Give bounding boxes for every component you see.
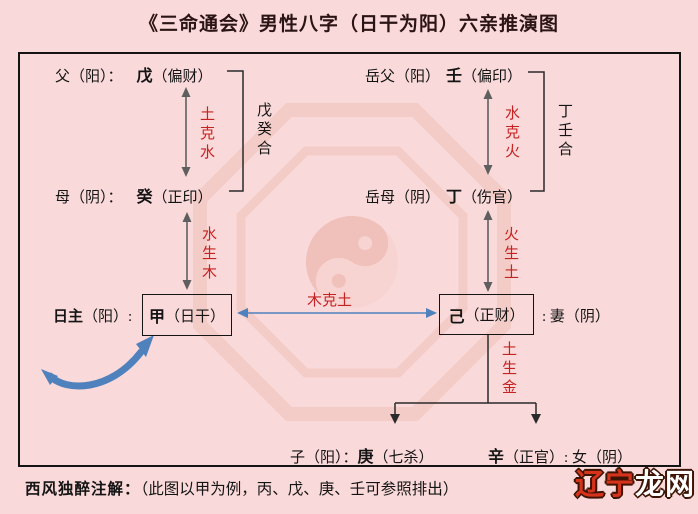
mother-god: （正印） — [152, 190, 213, 206]
mother-in-law-god: （伤官） — [462, 190, 523, 206]
wife-god: （正财） — [464, 308, 525, 324]
son-row: 子（阳）：庚（七杀） — [290, 443, 434, 467]
site-logo-part2: 龙网 — [634, 469, 695, 501]
fire-generates-earth-label: 火生土 — [502, 226, 518, 283]
wood-controls-earth-label: 木克土 — [307, 293, 353, 309]
mother-in-law-label: 岳母（阴） — [365, 190, 441, 206]
father-stem: 戊 — [136, 68, 153, 85]
day-master-label-bold: 日主 — [53, 309, 84, 325]
earth-generates-metal-label: 土生金 — [500, 341, 516, 398]
daughter-suffix: : 女（阴） — [564, 450, 632, 466]
footer-author-label: 西风独醉注解： — [25, 481, 141, 498]
day-master-god: （日干） — [165, 308, 226, 325]
daughter-row: 辛（正官）: 女（阴） — [488, 443, 632, 467]
son-label: 子（阳）： — [290, 450, 358, 466]
father-row: 父（阳）： 戊（偏财） — [55, 62, 213, 86]
son-stem: 庚 — [357, 449, 374, 466]
father-in-law-label: 岳父（阳） — [365, 69, 441, 85]
diagram-frame — [18, 52, 681, 467]
mother-row: 母（阴）： 癸（正印） — [55, 183, 213, 207]
earth-controls-water-label: 土克水 — [198, 106, 214, 163]
wife-stem: 己 — [448, 308, 465, 326]
wife-suffix: : 妻（阴） — [542, 309, 610, 325]
father-in-law-stem: 壬 — [446, 68, 463, 85]
son-god: （七杀） — [373, 450, 434, 466]
daughter-god: （正官） — [504, 450, 565, 466]
water-generates-wood-label: 水生木 — [200, 226, 216, 283]
father-label: 父（阳）： — [55, 69, 123, 85]
day-master-label: 日主（阳）: — [53, 305, 132, 326]
site-logo: 辽宁龙网 — [575, 461, 695, 503]
day-master-stem: 甲 — [148, 309, 165, 326]
daughter-stem: 辛 — [488, 449, 505, 466]
page-title: 《三命通会》男性八字（日干为阳）六亲推演图 — [138, 14, 559, 35]
mother-in-law-row: 岳母（阴） 丁（伤官） — [365, 183, 522, 207]
site-logo-part1: 辽宁 — [574, 469, 635, 501]
footer-note-text: （此图以甲为例，丙、戊、庚、壬可参照排出） — [140, 481, 459, 498]
wife-box: 己（正财） — [439, 294, 534, 335]
day-master-label-rest: （阳）: — [83, 309, 133, 325]
day-master-box: 甲（日干） — [142, 294, 232, 336]
ding-ren-combo-label: 丁壬合 — [556, 103, 572, 160]
water-controls-fire-label: 水克火 — [503, 105, 519, 162]
father-in-law-row: 岳父（阳） 壬（偏印） — [365, 62, 522, 86]
mother-in-law-stem: 丁 — [446, 189, 463, 206]
wu-gui-combo-label: 戊癸合 — [255, 102, 271, 159]
mother-label: 母（阴）： — [55, 190, 123, 206]
footer-note: 西风独醉注解：（此图以甲为例，丙、戊、庚、壬可参照排出） — [25, 477, 458, 499]
mother-stem: 癸 — [136, 189, 153, 206]
father-in-law-god: （偏印） — [462, 69, 523, 85]
father-god: （偏财） — [152, 69, 213, 85]
